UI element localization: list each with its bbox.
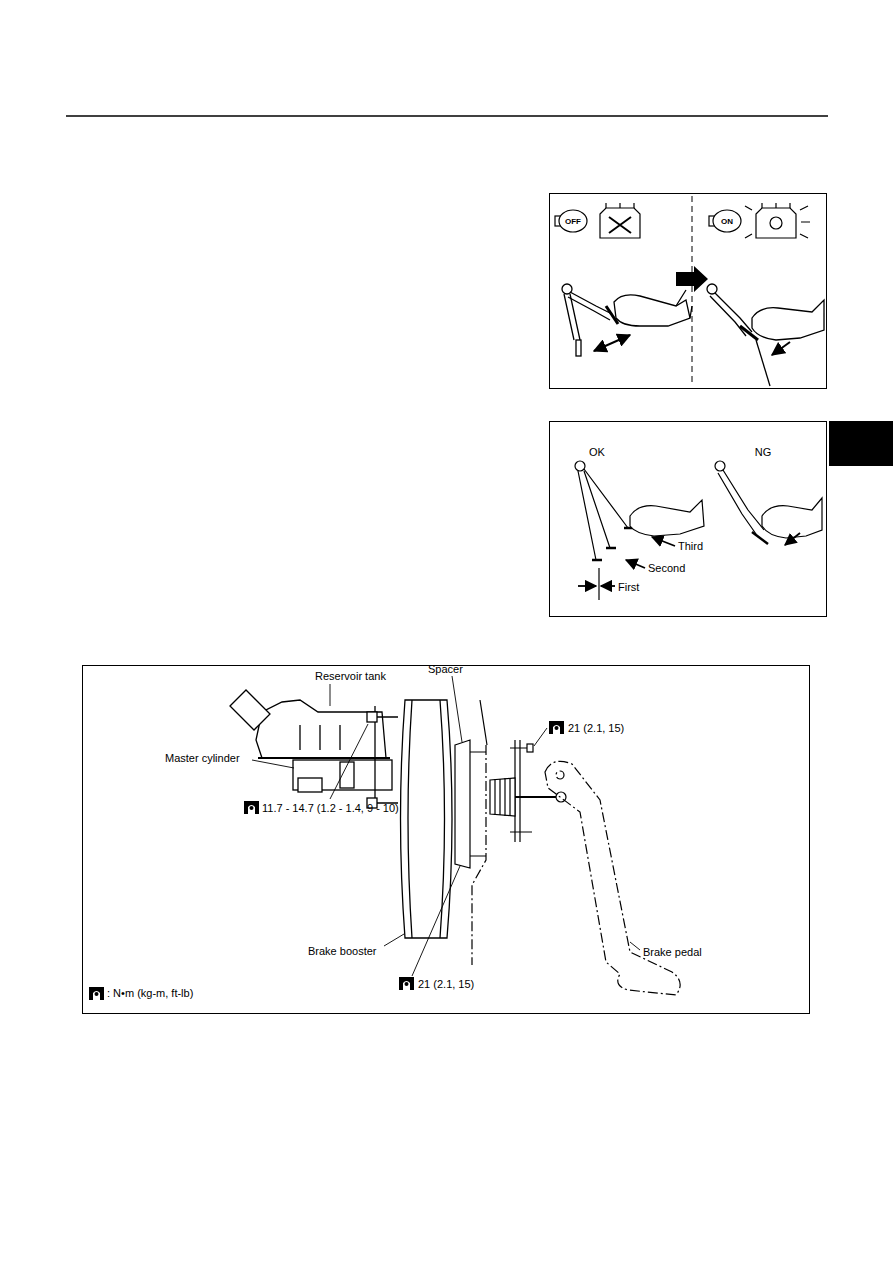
- figure-frame: [83, 666, 810, 1014]
- legend-text: : N•m (kg-m, ft-lb): [107, 987, 193, 1000]
- brake-pedal-outline: [545, 761, 680, 995]
- figure-frame: [550, 422, 827, 617]
- torque-symbol: [399, 977, 414, 990]
- part-name: Reservoir tank: [315, 670, 386, 683]
- torque-symbol: [549, 721, 564, 734]
- position-label: Second: [648, 562, 685, 575]
- torque-value: 21 (2.1, 15): [418, 978, 474, 991]
- legend-entry: : N•m (kg-m, ft-lb): [89, 987, 193, 1000]
- engine-icon: [600, 203, 810, 238]
- key-icon: [555, 210, 741, 232]
- position-arrow: [578, 533, 800, 586]
- torque-symbol: [89, 987, 104, 1000]
- position-label: First: [618, 581, 639, 594]
- position-label: Third: [678, 540, 703, 553]
- pushrod: [490, 778, 566, 816]
- torque-value: 11.7 - 14.7 (1.2 - 1.4, 9 - 10): [262, 802, 399, 815]
- brake-pedal-figure: [707, 284, 824, 386]
- figure-frame: [550, 194, 827, 389]
- master-cylinder: [293, 706, 398, 808]
- section-tab: [829, 421, 893, 466]
- firewall: [470, 700, 533, 965]
- key-label: ON: [721, 215, 733, 228]
- spacer: [455, 740, 470, 868]
- part-name: Brake booster: [308, 945, 376, 958]
- part-name: Master cylinder: [165, 752, 240, 765]
- motion-arrow: [594, 335, 630, 351]
- part-name: Spacer: [428, 663, 463, 676]
- brake-pedal-figure: [562, 284, 692, 356]
- motion-arrow: [772, 342, 790, 355]
- reservoir-tank: [230, 690, 390, 758]
- torque-symbol: [244, 801, 259, 814]
- part-name: Brake pedal: [643, 946, 702, 959]
- key-label: OFF: [565, 215, 581, 228]
- brake-pedal-figure: [575, 461, 822, 600]
- header-rule: [66, 115, 828, 117]
- leader-line: [252, 676, 640, 976]
- status-label: NG: [755, 446, 772, 459]
- step-arrow: [676, 266, 708, 292]
- torque-value: 21 (2.1, 15): [568, 722, 624, 735]
- status-label: OK: [589, 446, 605, 459]
